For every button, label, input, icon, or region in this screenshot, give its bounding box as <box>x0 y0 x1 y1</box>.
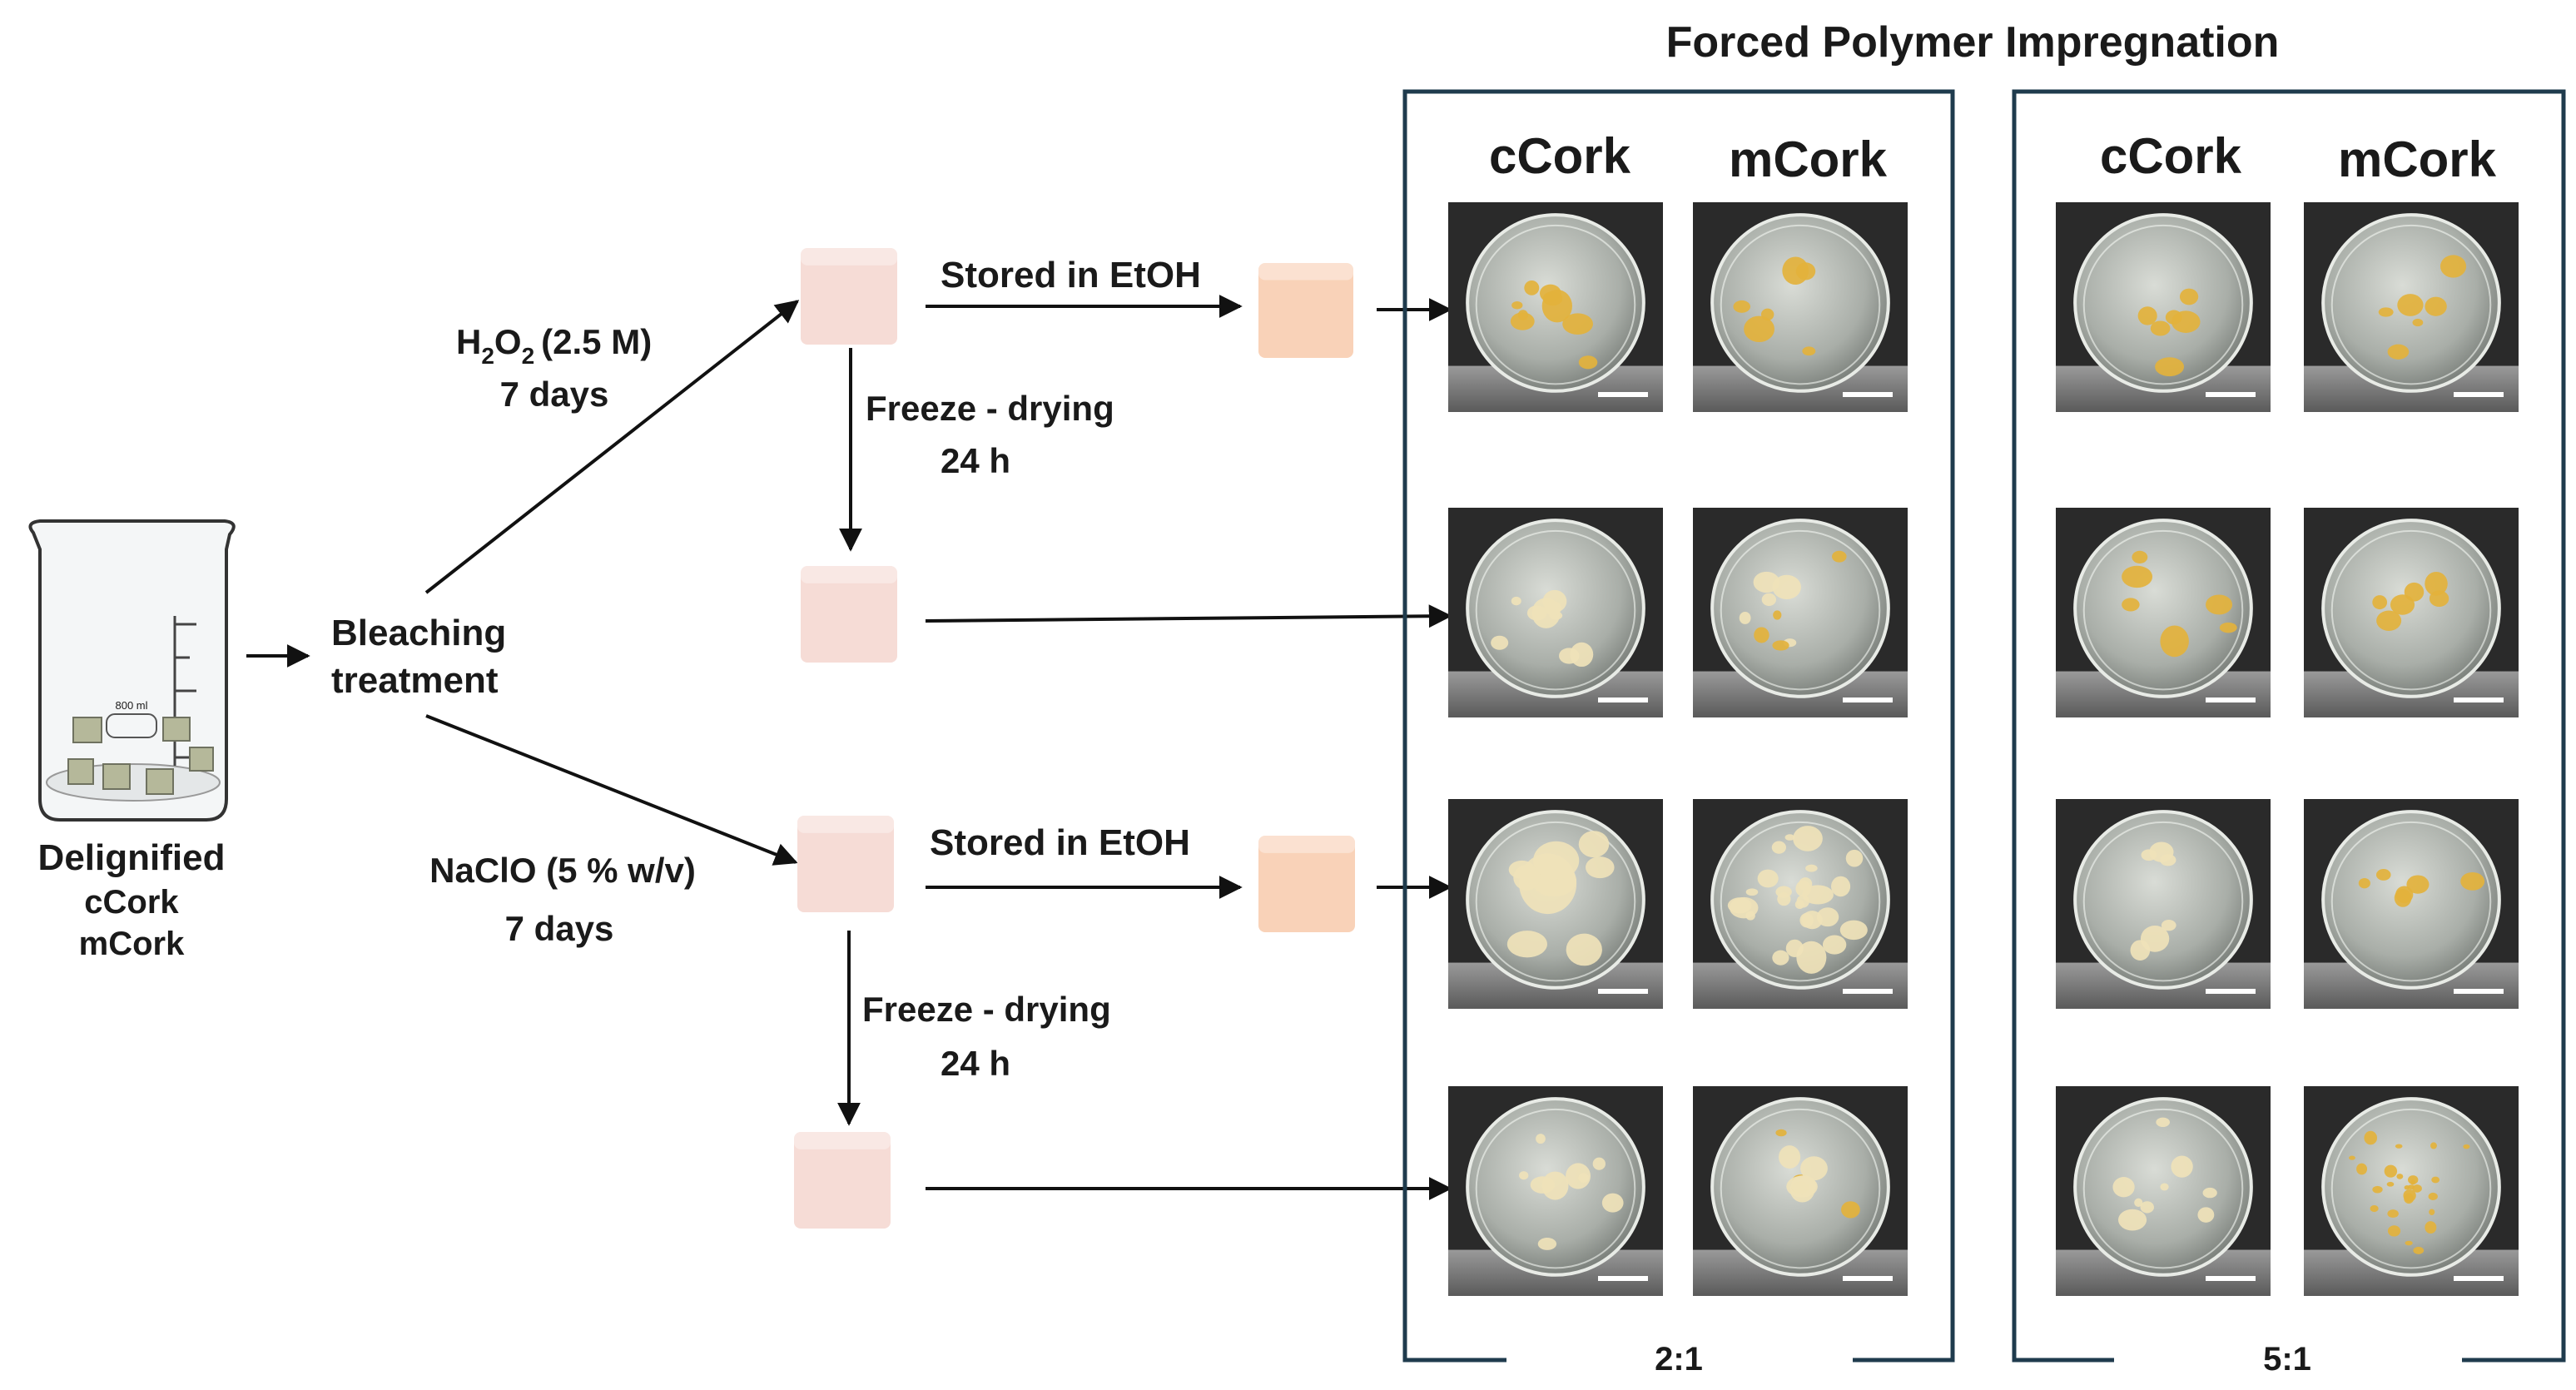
bleaching-label-line2: treatment <box>331 660 499 701</box>
cube-h2o2-etoh <box>1258 263 1353 358</box>
sample-photo <box>1448 202 1663 412</box>
naclo-concentration-label: NaClO (5 % w/v) <box>429 851 696 890</box>
sample-photo <box>2056 799 2271 1009</box>
sample-photos <box>1448 202 2519 1296</box>
cube-naclo-bleached <box>797 816 894 912</box>
lower-stored-label: Stored in EtOH <box>930 822 1190 863</box>
cube-h2o2-freeze-dried <box>801 566 897 663</box>
sample-photo <box>1693 1086 1908 1296</box>
h2o2-concentration-label: H2O2(2.5 M) <box>456 322 652 369</box>
panel-right-col2-header: mCork <box>2338 132 2497 187</box>
sample-photo <box>1448 508 1663 717</box>
sample-photo <box>2304 1086 2519 1296</box>
upper-stored-label: Stored in EtOH <box>941 255 1201 295</box>
arrow-upper-fd-to-panel <box>925 604 1452 628</box>
sample-photo <box>2056 1086 2271 1296</box>
lower-freeze-time: 24 h <box>941 1044 1010 1083</box>
panel-left-ratio: 2:1 <box>1655 1341 1703 1378</box>
sample-photo <box>1448 1086 1663 1296</box>
panel-ratio-5-1: cCork mCork 5:1 <box>2012 89 2566 1378</box>
cube-naclo-etoh <box>1258 836 1355 932</box>
sample-photo <box>2304 799 2519 1009</box>
bleaching-label-line1: Bleaching <box>331 613 506 653</box>
sample-photo <box>1448 799 1663 1009</box>
beaker-caption-line1: Delignified <box>38 837 226 878</box>
upper-freeze-time: 24 h <box>941 441 1010 480</box>
panel-right-col1-header: cCork <box>2100 128 2242 184</box>
panel-ratio-2-1: cCork mCork 2:1 <box>1402 89 1955 1378</box>
beaker-graduation-label: 800 ml <box>115 699 147 712</box>
sample-photo <box>1693 799 1908 1009</box>
beaker-caption-line3: mCork <box>79 926 185 962</box>
panel-left-col1-header: cCork <box>1489 128 1631 184</box>
cork-cubes <box>794 248 1355 1229</box>
sample-photo <box>1693 508 1908 717</box>
sample-photo <box>2304 202 2519 412</box>
panel-left-col2-header: mCork <box>1729 132 1888 187</box>
sample-photo <box>2056 508 2271 717</box>
panel-right-ratio: 5:1 <box>2263 1341 2311 1378</box>
beaker-caption-line2: cCork <box>84 884 179 921</box>
h2o2-duration-label: 7 days <box>500 375 609 414</box>
arrow-to-h2o2-cube <box>424 300 800 594</box>
beaker-icon: 800 ml <box>28 519 236 822</box>
diagram-title: Forced Polymer Impregnation <box>1666 18 2280 67</box>
arrow-to-naclo-cube <box>425 714 798 866</box>
sample-photo <box>2056 202 2271 412</box>
lower-freeze-label: Freeze - drying <box>862 990 1111 1029</box>
cube-naclo-freeze-dried <box>794 1132 891 1229</box>
upper-freeze-label: Freeze - drying <box>866 389 1114 428</box>
cube-h2o2-bleached <box>801 248 897 345</box>
naclo-duration-label: 7 days <box>505 909 614 948</box>
sample-photo <box>2304 508 2519 717</box>
sample-photo <box>1693 202 1908 412</box>
